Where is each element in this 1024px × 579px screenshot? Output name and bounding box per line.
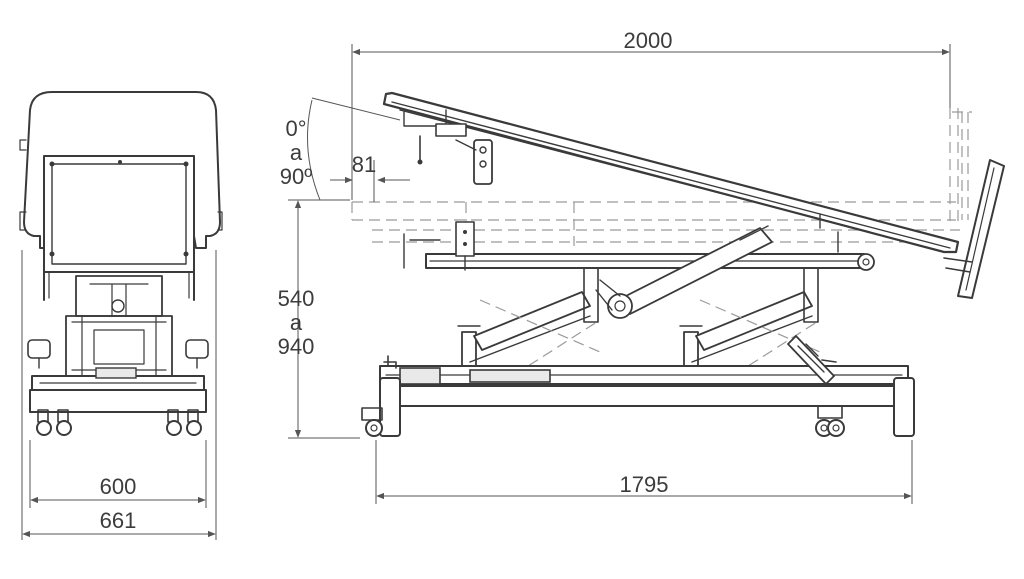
backrest-angle-line-1: 0° xyxy=(285,116,306,141)
side-length-total-label: 2000 xyxy=(624,28,673,53)
side-wheelbase-label: 1795 xyxy=(620,472,669,497)
front-view xyxy=(19,91,223,540)
backrest-offset-label: 81 xyxy=(352,152,376,177)
backrest-angle-line-3: 90º xyxy=(280,164,313,189)
height-range-line-3: 940 xyxy=(278,334,315,359)
side-view xyxy=(288,44,1005,504)
front-width-outer-label: 661 xyxy=(100,508,137,533)
height-range-line-2: a xyxy=(290,310,303,335)
height-range-line-1: 540 xyxy=(278,286,315,311)
backrest-angle-line-2: a xyxy=(290,140,303,165)
front-width-inner-label: 600 xyxy=(100,474,137,499)
